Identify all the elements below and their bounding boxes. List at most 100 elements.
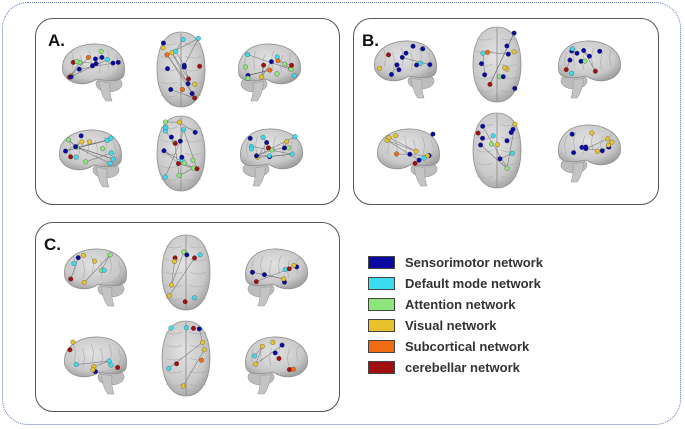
brain-view-3-edge — [261, 61, 272, 78]
brain-view-9-gyrus — [600, 51, 604, 71]
brain-view-12-node — [599, 148, 605, 154]
brain-view-15-node — [253, 279, 259, 285]
legend-item-attention: Attention network — [368, 294, 543, 315]
brain-view-6-brainstem — [252, 165, 267, 187]
brain-view-16-node — [115, 365, 121, 370]
brain-view-3-node — [259, 74, 265, 80]
brain-view-14-node — [192, 255, 198, 261]
legend-swatch — [368, 361, 395, 374]
brain-view-2-node — [160, 45, 166, 51]
brain-view-1-edge — [69, 59, 108, 78]
brain-view-17-node — [191, 325, 196, 331]
brain-view-3-node — [261, 62, 267, 68]
brain-view-6-node — [282, 145, 287, 151]
brain-view-10-edge — [386, 140, 417, 152]
brain-view-14-node — [191, 295, 197, 301]
brain-view-8-node — [505, 51, 511, 57]
brain-view-18-gyrus — [251, 347, 255, 367]
brain-view-5-gyrus — [184, 139, 202, 143]
brain-view-5-node — [161, 148, 167, 154]
brain-view-9-node — [563, 67, 569, 73]
brain-view-12-node — [583, 146, 589, 152]
brain-view-15-node — [291, 263, 297, 268]
brain-view-12-cortex — [558, 124, 621, 166]
brain-view-14-node — [169, 282, 174, 288]
brain-view-6-edge — [269, 153, 293, 158]
brain-view-9-edge — [583, 50, 596, 72]
brain-view-11-gyrus — [476, 162, 494, 166]
brain-view-1-edge — [79, 62, 114, 70]
legend-item-subcortical: Subcortical network — [368, 336, 543, 357]
brain-view-10-node — [430, 131, 436, 137]
brain-view-9-gyrus — [573, 47, 577, 67]
brain-view-12-node — [609, 139, 615, 145]
brain-view-4-node — [78, 133, 84, 139]
brain-view-14-gyrus — [165, 271, 183, 275]
brain-view-6-node — [289, 151, 295, 157]
legend-item-visual: Visual network — [368, 315, 543, 336]
brain-view-13-node — [81, 280, 87, 285]
brain-view-18-edge — [255, 344, 283, 365]
brain-view-16-edge — [76, 360, 110, 365]
brain-view-7-node — [377, 65, 383, 71]
brain-view-6-gyrus — [255, 135, 259, 155]
brain-view-10-node — [413, 148, 419, 154]
brain-view-13-node — [107, 252, 113, 258]
brain-view-13-edge — [83, 254, 111, 283]
brain-view-2-edge — [166, 54, 189, 84]
brain-view-5-edge — [179, 121, 196, 133]
brain-view-1-node — [99, 54, 105, 60]
brain-view-17-node — [200, 339, 206, 345]
brain-view-10-edge — [388, 137, 417, 152]
brain-view-11-node — [475, 130, 481, 136]
brain-view-12-node — [594, 148, 600, 154]
brain-view-12-node — [606, 142, 611, 148]
brain-view-2-edge — [171, 52, 195, 99]
brain-view-15-node — [282, 267, 288, 272]
brain-view-4-node — [68, 154, 74, 160]
brain-view-10-gyrus — [412, 139, 416, 159]
brain-view-6-node — [249, 146, 255, 152]
brain-view-11-node — [512, 121, 518, 127]
legend-label: Subcortical network — [405, 339, 530, 354]
brain-view-5-edge — [163, 150, 194, 169]
brain-view-11-node — [504, 138, 510, 144]
brain-view-4-brainstem — [95, 166, 110, 188]
brain-view-14-gyrus — [189, 245, 207, 249]
brain-view-2-node — [192, 95, 198, 101]
brain-view-14-gyrus — [189, 258, 207, 262]
brain-view-1-node — [115, 59, 121, 65]
brain-view-2-edge — [175, 51, 185, 66]
brain-view-15-node — [261, 272, 267, 278]
brain-view-9-node — [592, 68, 598, 74]
brain-view-3-gyrus — [253, 50, 257, 70]
brain-view-12-gyrus — [573, 131, 577, 151]
brain-view-10-node — [394, 151, 399, 157]
brain-view-17-gyrus — [165, 344, 183, 348]
brain-view-4-node — [108, 135, 114, 141]
legend-label: Default mode network — [405, 276, 541, 291]
brain-view-2-node — [160, 40, 166, 46]
brain-view-15-node — [250, 269, 255, 275]
brain-view-2-node — [189, 91, 195, 97]
brain-view-17-node — [196, 326, 202, 332]
brain-view-1-node — [92, 56, 98, 62]
brain-view-4-node — [110, 156, 116, 162]
brain-view-4-edge — [75, 146, 111, 164]
brain-view-13-node — [71, 261, 77, 266]
brain-view-14-node — [181, 249, 187, 255]
brain-view-9-node — [574, 50, 580, 56]
brain-view-11-node — [480, 123, 486, 129]
brain-view-10-gyrus — [421, 135, 425, 155]
brain-view-7-node — [386, 52, 391, 58]
brain-view-7-node — [427, 62, 433, 68]
brain-view-16-node — [70, 339, 76, 345]
brain-view-13-node — [92, 258, 98, 264]
brain-view-8-node — [511, 49, 517, 55]
brain-view-1-node — [110, 60, 116, 66]
brain-view-4-edge — [85, 152, 112, 163]
panel-b-label: B. — [362, 31, 379, 50]
brain-view-13-edge — [100, 254, 111, 271]
brain-view-2-node — [192, 81, 198, 87]
